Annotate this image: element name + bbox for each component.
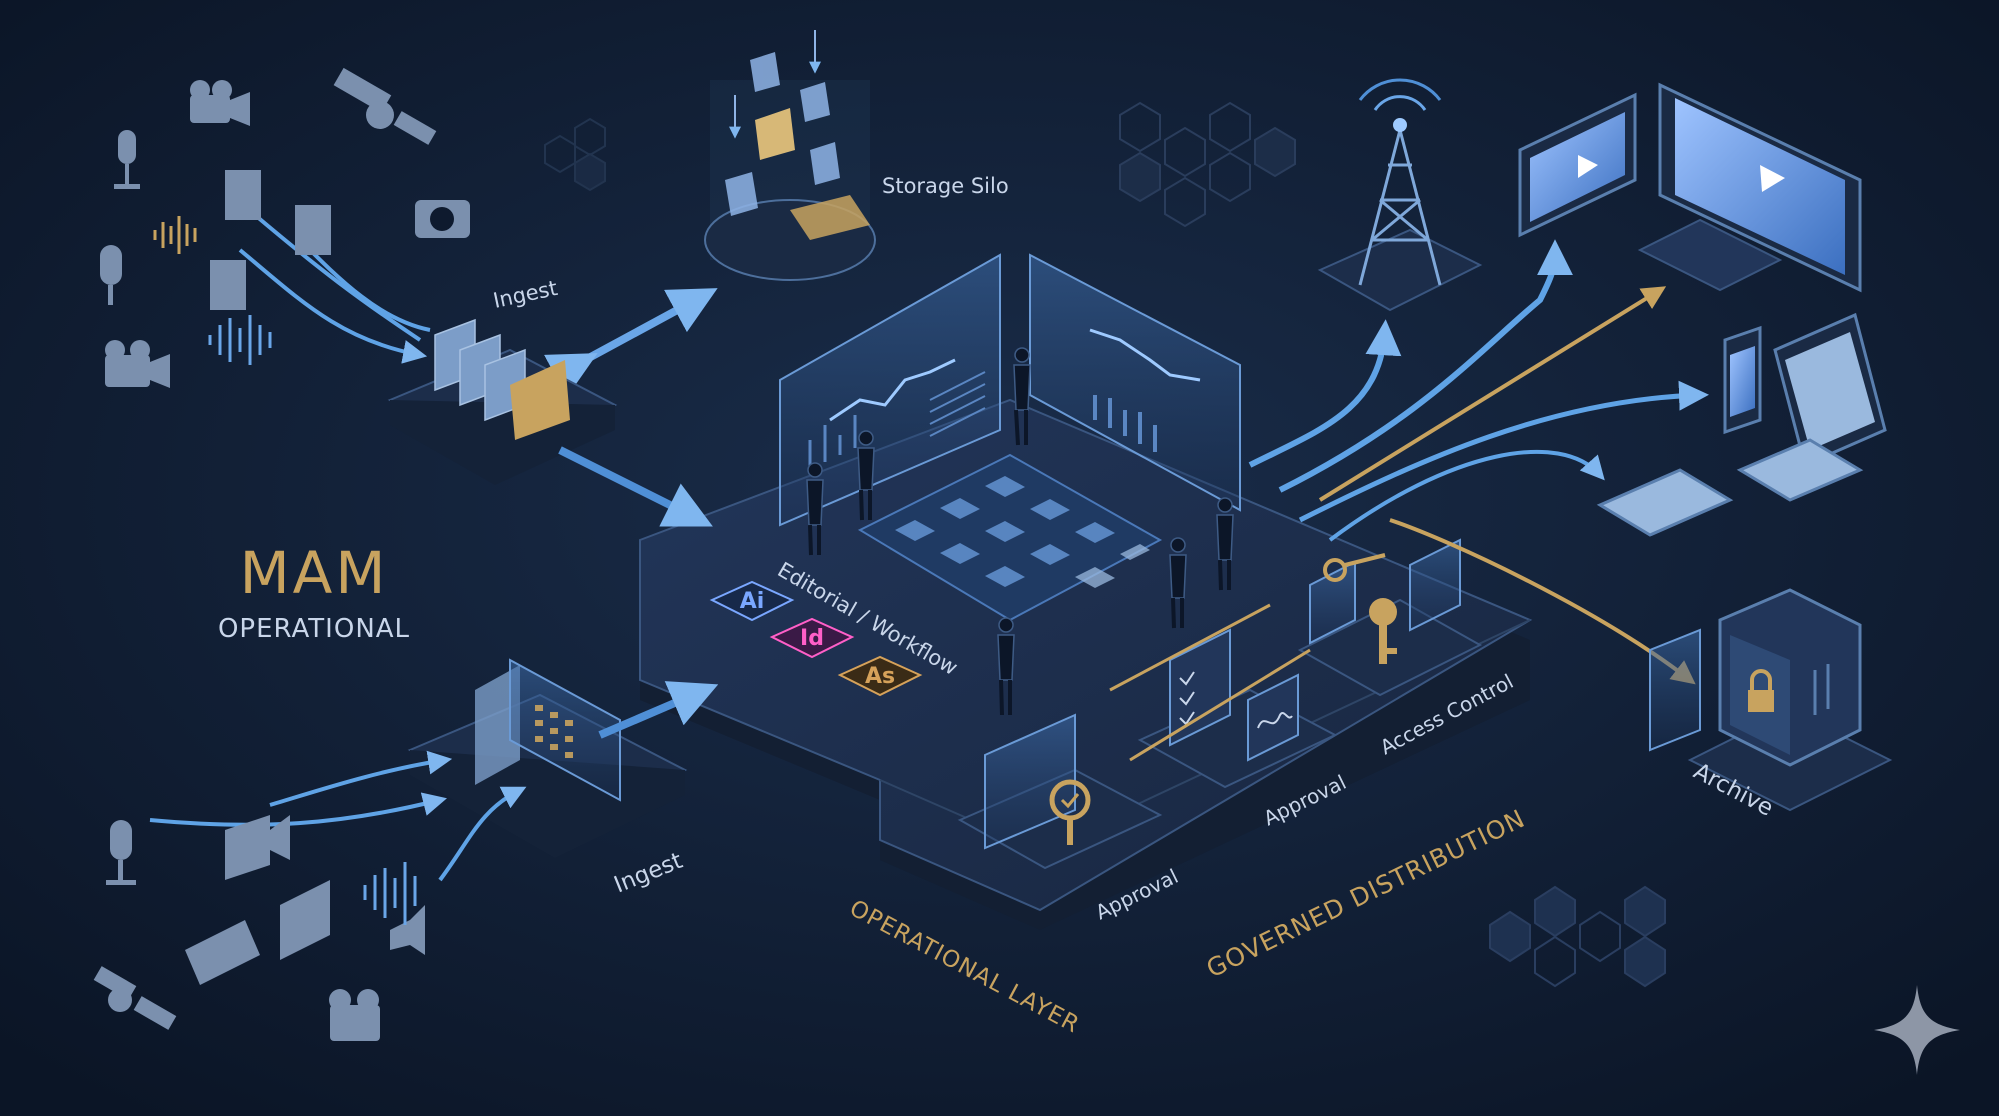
person-figure bbox=[997, 617, 1015, 716]
signature-icon bbox=[1247, 673, 1299, 762]
photo-camera-icon bbox=[415, 200, 470, 238]
title-operational: OPERATIONAL bbox=[218, 614, 410, 644]
app-badge-id-label: Id bbox=[800, 626, 824, 651]
video-camera-icon bbox=[329, 989, 380, 1041]
vault-icon bbox=[1748, 669, 1774, 712]
video-camera-icon bbox=[190, 80, 250, 126]
person-figure bbox=[1169, 537, 1187, 629]
document-icon bbox=[475, 665, 520, 785]
microphone-icon bbox=[106, 820, 136, 885]
floating-key-icon bbox=[1323, 553, 1386, 582]
approval-badge-icon bbox=[1049, 779, 1091, 845]
theater-seats bbox=[1637, 218, 1783, 292]
central-asset-grid bbox=[857, 453, 1163, 622]
key-icon bbox=[1369, 598, 1397, 664]
film-strip-icon bbox=[210, 170, 331, 310]
analytics-screen-left bbox=[779, 253, 1001, 527]
label-storage-silo: Storage Silo bbox=[882, 174, 1009, 198]
approval-module-right bbox=[1137, 628, 1338, 789]
monitor-icon bbox=[1518, 92, 1637, 238]
media-sources-top bbox=[100, 67, 470, 388]
silo-sync-arrow bbox=[544, 288, 718, 398]
app-badge-audition: As bbox=[837, 655, 923, 697]
app-badge-as-label: As bbox=[865, 664, 895, 689]
large-monitor-icon bbox=[1637, 82, 1862, 293]
video-player-icon bbox=[280, 880, 330, 960]
tablet-flat-icon bbox=[1596, 438, 1864, 537]
person-figure bbox=[1013, 347, 1031, 446]
operational-platform bbox=[639, 398, 1533, 930]
tablet-icon bbox=[1773, 312, 1887, 468]
microphone-icon bbox=[114, 130, 140, 189]
title-mam: MAM bbox=[240, 539, 389, 607]
laptop-icon bbox=[1736, 438, 1864, 502]
hexagon-decoration-top bbox=[1119, 101, 1296, 228]
app-badge-indesign: Id bbox=[769, 617, 855, 659]
audio-waveform-icon bbox=[363, 862, 417, 925]
team-members bbox=[806, 347, 1234, 716]
hexagon-decoration-bottom-right bbox=[1489, 885, 1666, 988]
satellite-icon bbox=[333, 67, 437, 145]
satellite-icon bbox=[93, 966, 177, 1030]
access-control-module bbox=[1297, 538, 1483, 697]
spreadsheet-screen bbox=[509, 658, 621, 802]
phone-icon bbox=[1723, 325, 1762, 435]
document-icon bbox=[725, 52, 840, 216]
video-camera-icon bbox=[105, 340, 170, 388]
audio-waveform-icon bbox=[208, 315, 272, 365]
person-figure bbox=[806, 462, 824, 556]
hexagon-decoration-left bbox=[544, 117, 606, 192]
person-figure bbox=[857, 430, 875, 521]
storage-silo bbox=[704, 30, 876, 281]
video-camera-icon bbox=[225, 815, 290, 880]
app-badge-ai-label: Ai bbox=[740, 589, 765, 614]
film-strip-icon bbox=[185, 920, 260, 985]
checklist-icon bbox=[1169, 628, 1231, 747]
archive-vault bbox=[1649, 588, 1893, 812]
ingest-station-top bbox=[387, 318, 618, 485]
approval-module-left bbox=[957, 713, 1163, 870]
app-badge-illustrator: Ai bbox=[709, 580, 795, 622]
ingest-station-bottom bbox=[407, 658, 688, 858]
person-figure bbox=[1216, 497, 1234, 591]
audio-waveform-icon bbox=[153, 216, 197, 254]
gold-folder-icon bbox=[510, 360, 570, 440]
broadcast-tower-icon bbox=[1317, 78, 1483, 312]
analytics-screen-right bbox=[1029, 253, 1241, 512]
speaker-icon bbox=[390, 905, 425, 955]
microphone-icon bbox=[100, 245, 122, 305]
ingest-flows bbox=[149, 213, 719, 882]
media-sources-bottom bbox=[93, 815, 425, 1041]
sparkle-icon bbox=[1874, 985, 1960, 1075]
